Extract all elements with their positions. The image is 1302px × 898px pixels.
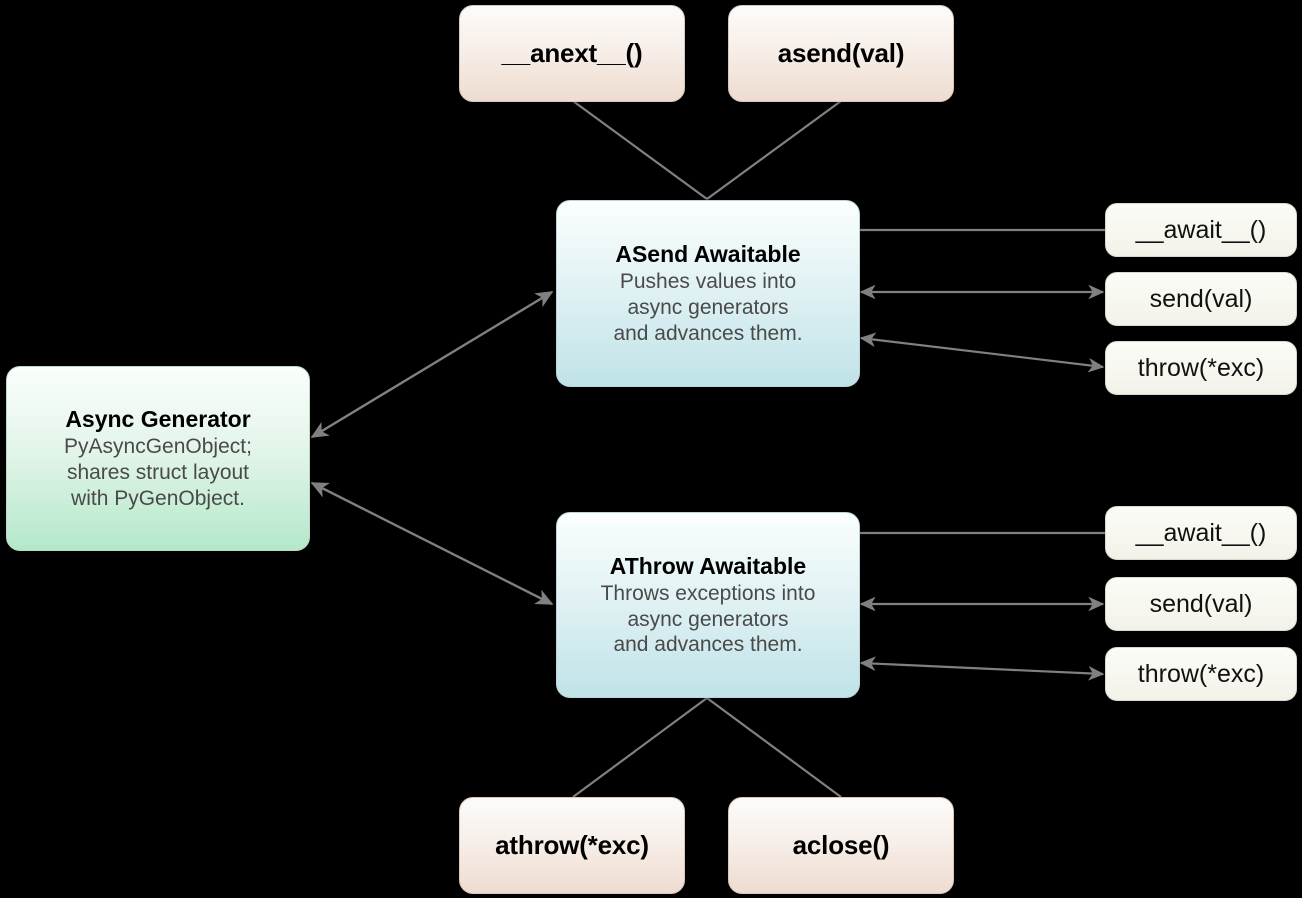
node-asend-label: asend(val) [777, 38, 905, 68]
edge-aclose-to-athrow-awaitable [706, 697, 842, 798]
node-async-generator[interactable]: Async Generator PyAsyncGenObject; shares… [6, 366, 310, 551]
node-athrow[interactable]: athrow(*exc) [459, 797, 685, 894]
node-aclose[interactable]: aclose() [728, 797, 954, 894]
node-anext-label: __anext__() [501, 38, 643, 68]
node-athrow-send[interactable]: send(val) [1105, 577, 1297, 631]
node-asend-throw[interactable]: throw(*exc) [1105, 341, 1297, 395]
node-asend-send[interactable]: send(val) [1105, 272, 1297, 326]
node-athrow-throw-label: throw(*exc) [1137, 659, 1265, 688]
node-athrow-await[interactable]: __await__() [1105, 506, 1297, 560]
node-athrow-awaitable[interactable]: AThrow Awaitable Throws exceptions into … [556, 512, 860, 698]
edge-asend-to-asend-awaitable [706, 100, 842, 200]
node-aclose-label: aclose() [792, 830, 890, 860]
node-anext[interactable]: __anext__() [459, 5, 685, 102]
edge-athrow-to-athrow-awaitable [572, 697, 708, 798]
node-asend-throw-label: throw(*exc) [1137, 353, 1265, 382]
node-athrow-await-label: __await__() [1135, 518, 1267, 547]
node-asend-await-label: __await__() [1135, 215, 1267, 244]
edge-anext-to-asend-awaitable [572, 100, 708, 200]
node-athrow-send-label: send(val) [1149, 589, 1253, 618]
node-asend-await[interactable]: __await__() [1105, 203, 1297, 257]
edge-async-generator-to-athrow-awaitable [310, 481, 554, 606]
node-athrow-awaitable-title: AThrow Awaitable [609, 552, 807, 579]
node-async-generator-title: Async Generator [65, 406, 251, 433]
node-athrow-label: athrow(*exc) [495, 830, 649, 860]
node-async-generator-description: PyAsyncGenObject; shares struct layout w… [64, 435, 252, 510]
edge-async-generator-to-asend-awaitable [310, 290, 554, 439]
node-asend-awaitable-description: Pushes values into async generators and … [613, 270, 803, 345]
node-asend-awaitable[interactable]: ASend Awaitable Pushes values into async… [556, 200, 860, 387]
edge-asend-awaitable-to-throw [859, 332, 1105, 373]
node-asend-send-label: send(val) [1149, 284, 1253, 313]
node-asend-awaitable-title: ASend Awaitable [615, 241, 801, 268]
node-athrow-throw[interactable]: throw(*exc) [1105, 647, 1297, 701]
node-asend[interactable]: asend(val) [728, 5, 954, 102]
edge-athrow-awaitable-to-throw [859, 656, 1105, 681]
node-athrow-awaitable-description: Throws exceptions into async generators … [600, 581, 816, 657]
